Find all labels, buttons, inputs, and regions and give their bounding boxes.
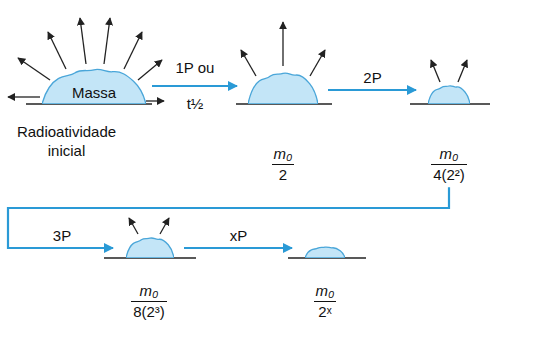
mass-numerator: m₀ [138,282,161,300]
mass-numerator: m₀ [272,145,295,163]
decay-stage: m₀ 2ˣ [295,246,355,321]
radiation-ray [18,58,50,80]
radiation-ray [124,32,142,69]
mass-blob-outline [305,247,345,258]
radiation-ray [48,32,66,69]
decay-stage: m₀ 2 [240,70,326,184]
fraction: m₀ 2 [272,145,295,184]
mass-fraction: m₀ 4(2²) [419,145,479,184]
sample-mass [305,246,345,258]
radiation-ray [282,22,283,66]
mass-denominator: 2 [277,166,289,184]
mass-denominator: 4(2²) [431,166,467,184]
fraction-bar [314,301,337,302]
sample-mass [248,70,318,104]
radiation-ray [160,218,169,234]
decay-stage: MassaRadioatividade inicial [4,66,150,160]
mass-blob-outline [42,69,146,104]
decay-arrow [8,187,449,248]
decay-stage: m₀ 8(2³) [116,236,182,321]
mass-fraction: m₀ 8(2³) [116,282,182,321]
radiation-ray [310,50,325,76]
fraction: m₀ 4(2²) [431,145,467,184]
decay-stage: m₀ 4(2²) [419,84,479,184]
radiation-ray [458,60,467,82]
decay-arrow [152,85,237,87]
radiation-ray [129,218,138,234]
radiation-ray [8,96,40,97]
radiation-ray [146,100,164,101]
fraction-bar [431,164,467,165]
decay-step-label: xP [230,227,248,245]
mass-denominator: 2ˣ [316,303,333,321]
fraction: m₀ 8(2³) [131,282,167,321]
mass-label: Massa [42,84,146,102]
decay-step-label: 1P ou t½ [173,50,217,122]
mass-blob-outline [126,238,174,258]
sample-mass [428,84,470,104]
sample-mass [126,236,174,258]
mass-blob-outline [248,73,318,104]
mass-blob [428,84,470,104]
decay-step-label: 3P [53,227,71,245]
radiation-ray [241,50,256,76]
mass-blob [305,246,345,258]
mass-blob [126,236,174,258]
decay-arrow [328,89,416,91]
mass-fraction: m₀ 2ˣ [295,282,355,321]
mass-numerator: m₀ [314,282,337,300]
decay-step-label: 2P [363,69,381,87]
mass-numerator: m₀ [438,145,461,163]
decay-arrow [184,247,292,249]
radiation-ray [80,18,86,64]
fraction-bar [272,164,295,165]
radiation-ray [138,60,162,80]
fraction: m₀ 2ˣ [314,282,337,321]
mass-blob-outline [428,86,470,104]
mass-denominator: 8(2³) [131,303,167,321]
mass-fraction: m₀ 2 [240,145,326,184]
activity-label: Radioatividade inicial [4,122,129,160]
mass-blob [248,70,318,104]
sample-mass: Massa [42,66,146,104]
radiation-ray [104,18,110,64]
fraction-bar [131,301,167,302]
radiation-ray [431,60,440,82]
